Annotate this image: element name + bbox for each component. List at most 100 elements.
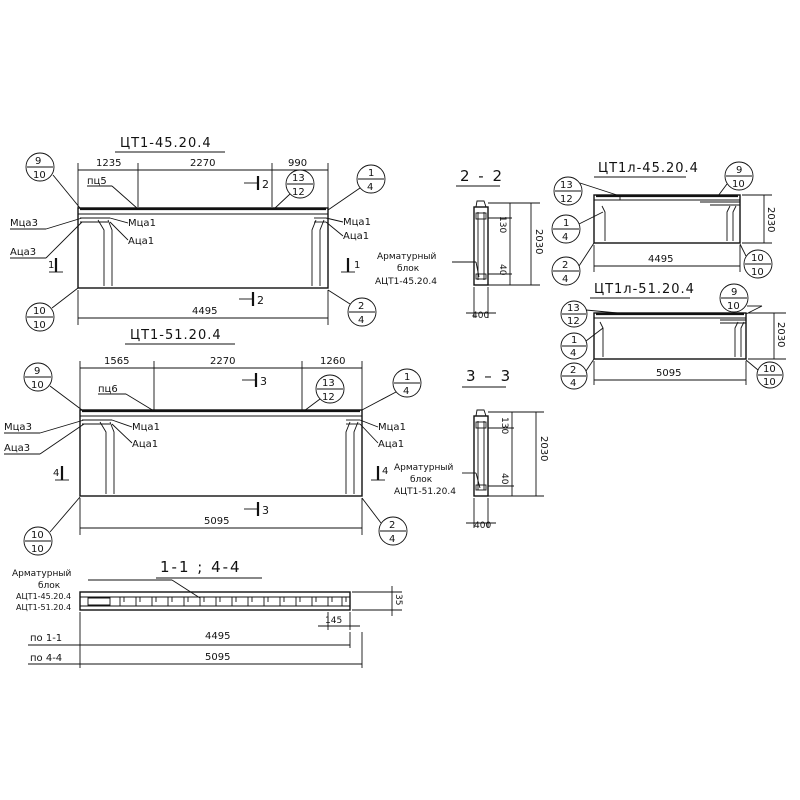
- section-1-1-title: 1-1 ; 4-4: [160, 558, 242, 576]
- view2-dim-1: 1565: [104, 356, 129, 367]
- section-2-2-d2: 40: [497, 264, 507, 276]
- section-3-3-d2: 40: [499, 473, 509, 485]
- svg-text:10: 10: [31, 530, 44, 541]
- svg-text:9: 9: [35, 156, 41, 167]
- view1-title: ЦТ1-45.20.4: [120, 136, 212, 151]
- svg-text:12: 12: [560, 194, 573, 205]
- section-2-2-w: 400: [472, 311, 489, 321]
- svg-text:13: 13: [567, 303, 580, 314]
- svg-text:2: 2: [389, 520, 395, 531]
- svg-text:10: 10: [751, 267, 764, 278]
- section-3-3: 3 – 3 130 40 2030 400 Арматурный блок АЦ…: [394, 367, 549, 531]
- view2-pc-label: пц6: [98, 384, 118, 395]
- view1-circle-tr: 1 4: [327, 164, 386, 211]
- section-1-1-row-2-value: 5095: [205, 652, 230, 663]
- svg-text:2: 2: [570, 365, 576, 376]
- svg-text:4: 4: [403, 386, 409, 397]
- viewL1-h: 2030: [765, 207, 776, 232]
- section-1-1-row-2-label: по 4-4: [30, 653, 62, 664]
- svg-text:1: 1: [368, 168, 374, 179]
- view1-pc-label: пц5: [87, 176, 107, 187]
- section-3-3-label-2: блок: [410, 475, 433, 485]
- section-1-1-label-4: АЦТ1-51.20.4: [16, 603, 71, 612]
- svg-text:10: 10: [763, 364, 776, 375]
- svg-text:12: 12: [292, 187, 305, 198]
- view2-circle-bl: 10 10: [23, 496, 81, 556]
- view-ct1-51: 1565 2270 1260 пц6 3 9 10 13 12: [4, 356, 422, 556]
- svg-text:3: 3: [260, 375, 267, 388]
- section-2-2-label-2: блок: [397, 264, 420, 274]
- viewL1-circle-bl: 2 4: [551, 242, 595, 286]
- viewL2-w: 5095: [656, 368, 681, 379]
- view2-left-label-2: Аца3: [4, 443, 30, 454]
- view2-inner-left-1: Мца1: [132, 422, 160, 433]
- view1-circle-br: 2 4: [327, 289, 377, 327]
- svg-text:1: 1: [571, 335, 577, 346]
- svg-text:3: 3: [262, 504, 269, 517]
- section-3-3-title: 3 – 3: [466, 367, 512, 385]
- viewL1-circle-tl: 13 12: [553, 176, 621, 206]
- svg-text:9: 9: [731, 287, 737, 298]
- viewL2-circle-br: 10 10: [745, 359, 784, 389]
- view2-dim-3: 1260: [320, 356, 345, 367]
- section-1-1-4-4: 1-1 ; 4-4 Арматурный блок АЦТ1-45.20.4 А…: [12, 558, 403, 668]
- svg-text:1: 1: [563, 218, 569, 229]
- section-2-2-label-1: Арматурный: [377, 252, 436, 262]
- view-ct1l-51: ЦТ1л-51.20.4 2030 5095 13 1 2 9 10: [560, 282, 786, 390]
- view2-left-label-1: Мца3: [4, 422, 32, 433]
- viewL2-title: ЦТ1л-51.20.4: [594, 282, 695, 297]
- view1-right-1: Мца1: [343, 217, 371, 228]
- section-1-1-d-end: 145: [325, 616, 342, 626]
- view1-circle-tm: 13 12: [273, 169, 315, 210]
- section-3-3-label-3: АЦТ1-51.20.4: [394, 487, 456, 497]
- viewL2-circle-bl: 2 4: [560, 358, 595, 390]
- svg-text:2: 2: [358, 301, 364, 312]
- section-2-2-h: 2030: [533, 229, 544, 254]
- viewL1-circle-ml: 1 4: [551, 211, 604, 244]
- viewL2-circle-ml: 1 4: [560, 327, 604, 360]
- viewL1-circle-br: 10 10: [739, 243, 773, 279]
- svg-text:10: 10: [33, 306, 46, 317]
- svg-text:9: 9: [736, 165, 742, 176]
- view1-left-label-1: Мца3: [10, 218, 38, 229]
- viewL1-w: 4495: [648, 254, 673, 265]
- section-1-1-label-1: Арматурный: [12, 569, 71, 579]
- view1-dim-3: 990: [288, 158, 307, 169]
- viewL1-circle-tr: 9 10: [717, 161, 754, 197]
- view1-left-label-2: Аца3: [10, 247, 36, 258]
- view1-section-top: 2: [262, 178, 269, 191]
- view1-dim-2: 2270: [190, 158, 215, 169]
- svg-text:13: 13: [292, 173, 305, 184]
- section-2-2-d1: 130: [497, 216, 507, 233]
- svg-text:2: 2: [562, 260, 568, 271]
- section-3-3-w: 400: [474, 521, 491, 531]
- svg-text:4: 4: [570, 348, 576, 359]
- view2-circle-tm: 13 12: [303, 374, 345, 412]
- svg-text:4: 4: [389, 534, 395, 545]
- view1-inner-left-2: Аца1: [128, 236, 154, 247]
- view2-right-2: Аца1: [378, 439, 404, 450]
- svg-text:10: 10: [751, 253, 764, 264]
- svg-text:10: 10: [31, 544, 44, 555]
- svg-text:10: 10: [732, 179, 745, 190]
- svg-text:13: 13: [560, 180, 573, 191]
- svg-text:1: 1: [404, 372, 410, 383]
- view2-dim-2: 2270: [210, 356, 235, 367]
- view-ct1l-45: ЦТ1л-45.20.4 2030 4495 13 12 9 10: [551, 161, 776, 286]
- section-3-3-d1: 130: [499, 417, 509, 434]
- view2-right-1: Мца1: [378, 422, 406, 433]
- viewL2-h: 2030: [775, 322, 786, 347]
- section-1-1-label-3: АЦТ1-45.20.4: [16, 592, 71, 601]
- svg-text:2: 2: [257, 294, 264, 307]
- section-1-1-label-2: блок: [38, 581, 61, 591]
- svg-text:4: 4: [53, 468, 59, 479]
- svg-text:10: 10: [33, 320, 46, 331]
- svg-text:4: 4: [367, 182, 373, 193]
- view2-circle-tl: 9 10: [23, 362, 83, 411]
- section-1-1-row-1-label: по 1-1: [30, 633, 62, 644]
- section-2-2-title: 2 - 2: [460, 167, 504, 185]
- section-2-2-label-3: АЦТ1-45.20.4: [375, 277, 437, 287]
- section-1-1-row-1-value: 4495: [205, 631, 230, 642]
- svg-text:4: 4: [562, 274, 568, 285]
